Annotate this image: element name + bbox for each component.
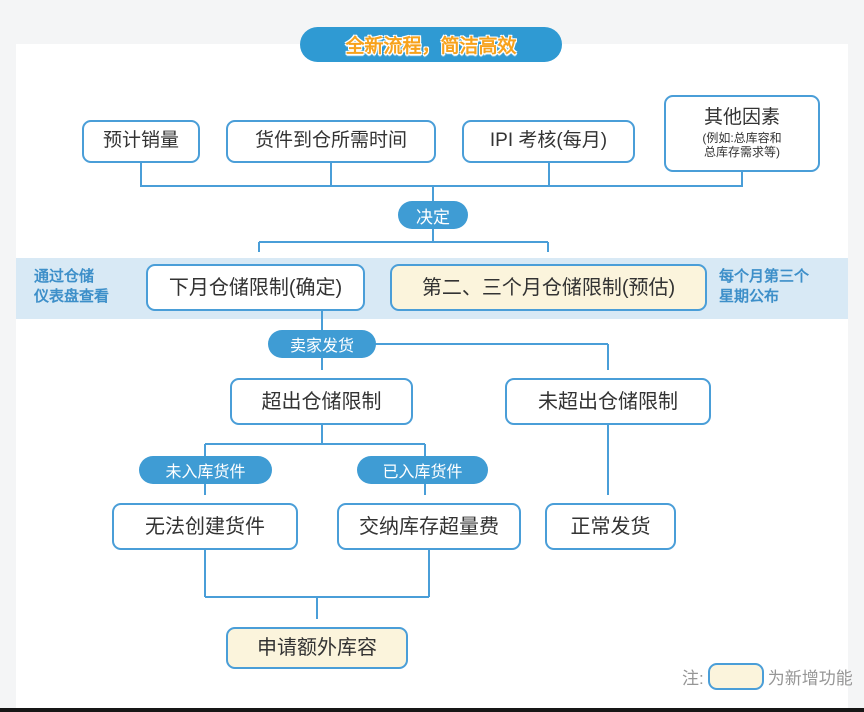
node-forecast-sales: 预计销量 bbox=[82, 120, 200, 163]
node-seller-ship-label: 卖家发货 bbox=[289, 338, 354, 355]
node-lead-time-label: 货件到仓所需时间 bbox=[254, 130, 407, 152]
legend-prefix: 注: bbox=[682, 668, 704, 688]
node-lead-time: 货件到仓所需时间 bbox=[226, 120, 436, 163]
node-forecast-sales-label: 预计销量 bbox=[102, 130, 179, 152]
node-other-factors-label: 其他因素 bbox=[703, 106, 780, 128]
node-not-over-limit: 未超出仓储限制 bbox=[505, 378, 711, 425]
node-cannot-create-shipment-label: 无法创建货件 bbox=[145, 515, 265, 538]
legend-suffix: 为新增功能 bbox=[767, 668, 853, 688]
node-future-months-limit-label: 第二、三个月仓储限制(预估) bbox=[421, 276, 676, 299]
node-request-extra-capacity-label: 申请额外库容 bbox=[257, 637, 377, 659]
node-ipi-review-label: IPI 考核(每月) bbox=[489, 130, 608, 152]
bottom-border-line bbox=[0, 708, 864, 712]
node-other-factors-sublabel: (例如:总库容和 总库存需求等) bbox=[702, 130, 782, 159]
tag-not-stocked: 未入库货件 bbox=[139, 456, 272, 484]
node-seller-ship: 卖家发货 bbox=[268, 330, 376, 358]
node-request-extra-capacity: 申请额外库容 bbox=[226, 627, 408, 669]
node-next-month-limit-label: 下月仓储限制(确定) bbox=[168, 276, 343, 299]
node-cannot-create-shipment: 无法创建货件 bbox=[112, 503, 298, 550]
node-future-months-limit: 第二、三个月仓储限制(预估) bbox=[390, 264, 707, 311]
node-overage-fee-label: 交纳库存超量费 bbox=[359, 515, 499, 538]
node-decision: 决定 bbox=[398, 201, 468, 229]
node-overage-fee: 交纳库存超量费 bbox=[337, 503, 521, 550]
node-normal-ship: 正常发货 bbox=[545, 503, 676, 550]
header-badge-label: 全新流程，简洁高效 bbox=[345, 36, 517, 57]
node-next-month-limit: 下月仓储限制(确定) bbox=[146, 264, 365, 311]
note-third-week-publish: 每个月第三个 星期公布 bbox=[719, 268, 810, 306]
node-decision-label: 决定 bbox=[416, 207, 450, 227]
tag-not-stocked-label: 未入库货件 bbox=[165, 464, 246, 481]
node-ipi-review: IPI 考核(每月) bbox=[462, 120, 635, 163]
legend: 注: 为新增功能 bbox=[682, 661, 853, 691]
node-over-limit: 超出仓储限制 bbox=[230, 378, 413, 425]
tag-stocked: 已入库货件 bbox=[357, 456, 488, 484]
node-over-limit-label: 超出仓储限制 bbox=[261, 390, 382, 413]
node-not-over-limit-label: 未超出仓储限制 bbox=[538, 390, 678, 413]
header-badge: 全新流程，简洁高效 bbox=[300, 27, 562, 62]
node-normal-ship-label: 正常发货 bbox=[570, 515, 651, 538]
node-other-factors: 其他因素 (例如:总库容和 总库存需求等) bbox=[664, 95, 820, 172]
legend-new-feature-swatch bbox=[707, 662, 764, 690]
tag-stocked-label: 已入库货件 bbox=[382, 464, 463, 481]
note-dashboard-view: 通过仓储 仪表盘查看 bbox=[34, 268, 110, 306]
